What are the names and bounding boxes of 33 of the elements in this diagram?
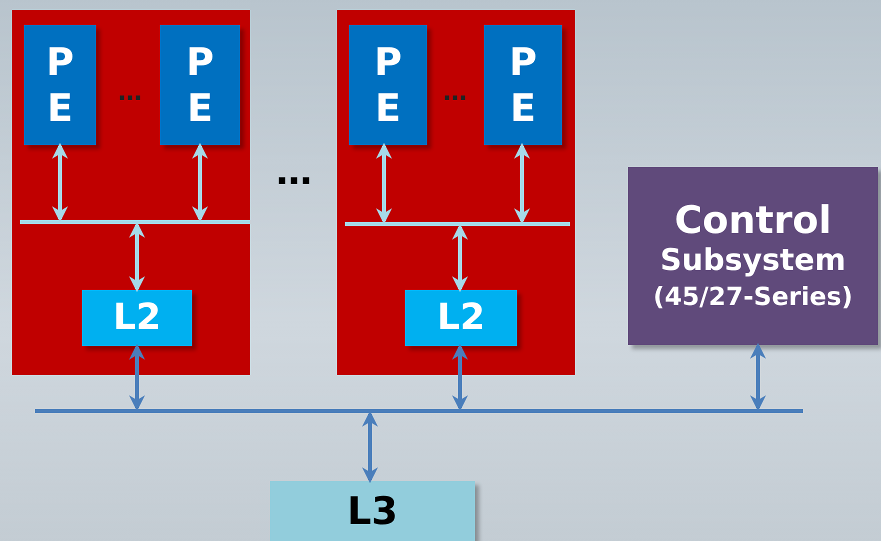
double-arrow bbox=[452, 344, 468, 412]
ellipsis: … bbox=[118, 80, 142, 104]
double-arrow bbox=[129, 344, 145, 412]
unit-box bbox=[405, 290, 517, 346]
box-label: P E bbox=[185, 39, 215, 131]
unit-box bbox=[160, 25, 240, 145]
double-arrow bbox=[514, 142, 530, 224]
box-label: Control bbox=[674, 198, 832, 242]
unit-box bbox=[349, 25, 427, 145]
double-arrow bbox=[192, 142, 208, 222]
double-arrow bbox=[129, 222, 145, 292]
ellipsis: … bbox=[276, 155, 312, 191]
control-subsystem-box bbox=[628, 167, 878, 345]
double-arrow bbox=[376, 142, 392, 224]
box-label: P E bbox=[45, 39, 75, 131]
box-label: P E bbox=[373, 39, 403, 131]
cluster-panel bbox=[337, 10, 575, 375]
box-label: L2 bbox=[113, 296, 161, 340]
box-label: L2 bbox=[437, 296, 485, 340]
ellipsis: … bbox=[443, 80, 467, 104]
box-label: P E bbox=[508, 39, 538, 131]
unit-box bbox=[484, 25, 562, 145]
double-arrow bbox=[362, 410, 378, 484]
box-label: Subsystem bbox=[660, 242, 846, 280]
unit-box bbox=[24, 25, 96, 145]
cluster-panel bbox=[12, 10, 250, 375]
double-arrow bbox=[452, 224, 468, 292]
box-label: L3 bbox=[347, 488, 398, 534]
box-label: (45/27-Series) bbox=[653, 281, 853, 313]
double-arrow bbox=[52, 142, 68, 222]
unit-box bbox=[82, 290, 192, 346]
unit-box bbox=[270, 481, 475, 541]
double-arrow bbox=[750, 342, 766, 412]
